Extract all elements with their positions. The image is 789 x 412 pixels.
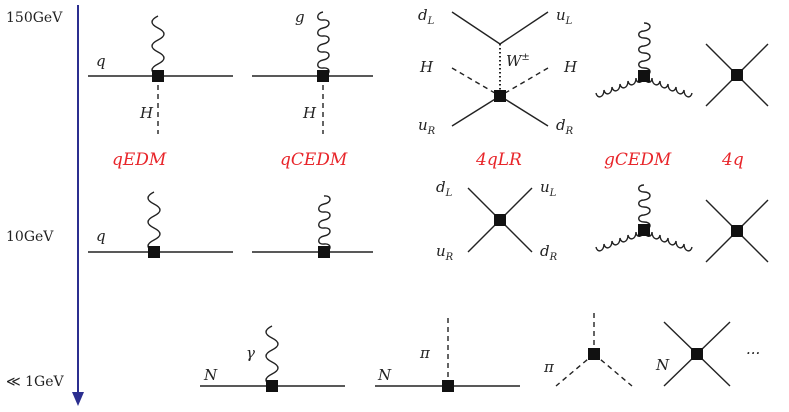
- label-pi: π: [419, 344, 431, 362]
- qedm-diagram: q H: [88, 15, 233, 134]
- label-n: N: [377, 366, 392, 384]
- vertex: [152, 70, 164, 82]
- operator-label-4q: 4q: [721, 150, 744, 170]
- vertex: [638, 70, 650, 82]
- energy-scale-arrowhead: [72, 392, 84, 406]
- label-q: q: [96, 52, 106, 70]
- fourqlr-diagram: dL uL H H W± uR dR: [418, 6, 578, 137]
- fourq-lr-diagram-row2: dL uL uR dR: [436, 178, 558, 263]
- vertex: [638, 224, 650, 236]
- label-gamma: γ: [246, 344, 255, 362]
- scale-label-150gev: 150GeV: [6, 10, 63, 26]
- higgs-line-left: [451, 67, 501, 97]
- vertex: [588, 348, 600, 360]
- label-u-r: uR: [436, 242, 454, 263]
- vertex: [442, 380, 454, 392]
- vertex: [731, 225, 743, 237]
- gluon-line-right: [643, 75, 693, 98]
- vertex: [317, 70, 329, 82]
- label-d-l: dL: [436, 178, 453, 199]
- ellipsis: ···: [746, 344, 760, 362]
- label-d-r: dR: [556, 116, 574, 137]
- gluon-line-up: [638, 22, 651, 77]
- label-u-l: uL: [540, 178, 557, 199]
- operator-label-qcedm: qCEDM: [280, 150, 348, 170]
- label-d-r: dR: [540, 242, 558, 263]
- vertex: [494, 90, 506, 102]
- photon-line: [265, 325, 279, 387]
- gluon-line-left: [595, 229, 645, 252]
- qcedm-diagram: g H: [252, 8, 373, 134]
- gluon-line: [318, 195, 331, 253]
- higgs-line-right: [499, 67, 549, 97]
- gluon-line-up: [638, 184, 651, 231]
- label-u-l: uL: [556, 6, 573, 27]
- label-h: H: [139, 104, 154, 122]
- gcedm-diagram-row2: [595, 184, 693, 252]
- label-h: H: [302, 104, 317, 122]
- four-nucleon-diagram: N: [655, 321, 731, 387]
- nucleon-edm-diagram: γ N: [200, 325, 345, 392]
- fourq-diagram-row2: [705, 199, 769, 263]
- vertex: [266, 380, 278, 392]
- label-n: N: [655, 356, 670, 374]
- pion-nucleon-diagram: π N: [375, 318, 520, 392]
- vertex: [494, 214, 506, 226]
- label-u-r: uR: [418, 116, 436, 137]
- gluon-line-left: [595, 75, 645, 98]
- photon-line: [151, 15, 165, 77]
- fourq-diagram-row1: [705, 43, 769, 107]
- vertex: [691, 348, 703, 360]
- label-pi: π: [543, 358, 555, 376]
- vertex: [731, 69, 743, 81]
- gluon-line-right: [643, 229, 693, 252]
- qcedm-diagram-row2: [252, 195, 373, 258]
- photon-line: [147, 191, 161, 253]
- label-h-left: H: [419, 58, 434, 76]
- vertex: [148, 246, 160, 258]
- label-h-right: H: [563, 58, 578, 76]
- qedm-diagram-row2: q: [88, 191, 233, 258]
- gcedm-diagram-row1: [595, 22, 693, 98]
- gluon-line: [317, 11, 330, 77]
- operator-label-qedm: qEDM: [112, 150, 167, 170]
- label-q: q: [96, 227, 106, 245]
- label-g: g: [295, 8, 305, 26]
- three-pion-diagram: π: [543, 312, 633, 387]
- vertex: [318, 246, 330, 258]
- label-n: N: [203, 366, 218, 384]
- label-w: W±: [506, 52, 530, 70]
- label-d-l: dL: [418, 6, 435, 27]
- scale-label-10gev: 10GeV: [6, 229, 54, 245]
- operator-label-gcedm: gCEDM: [604, 150, 672, 170]
- scale-label-low: ≪ 1GeV: [6, 374, 64, 390]
- operator-label-4qlr: 4qLR: [475, 150, 522, 170]
